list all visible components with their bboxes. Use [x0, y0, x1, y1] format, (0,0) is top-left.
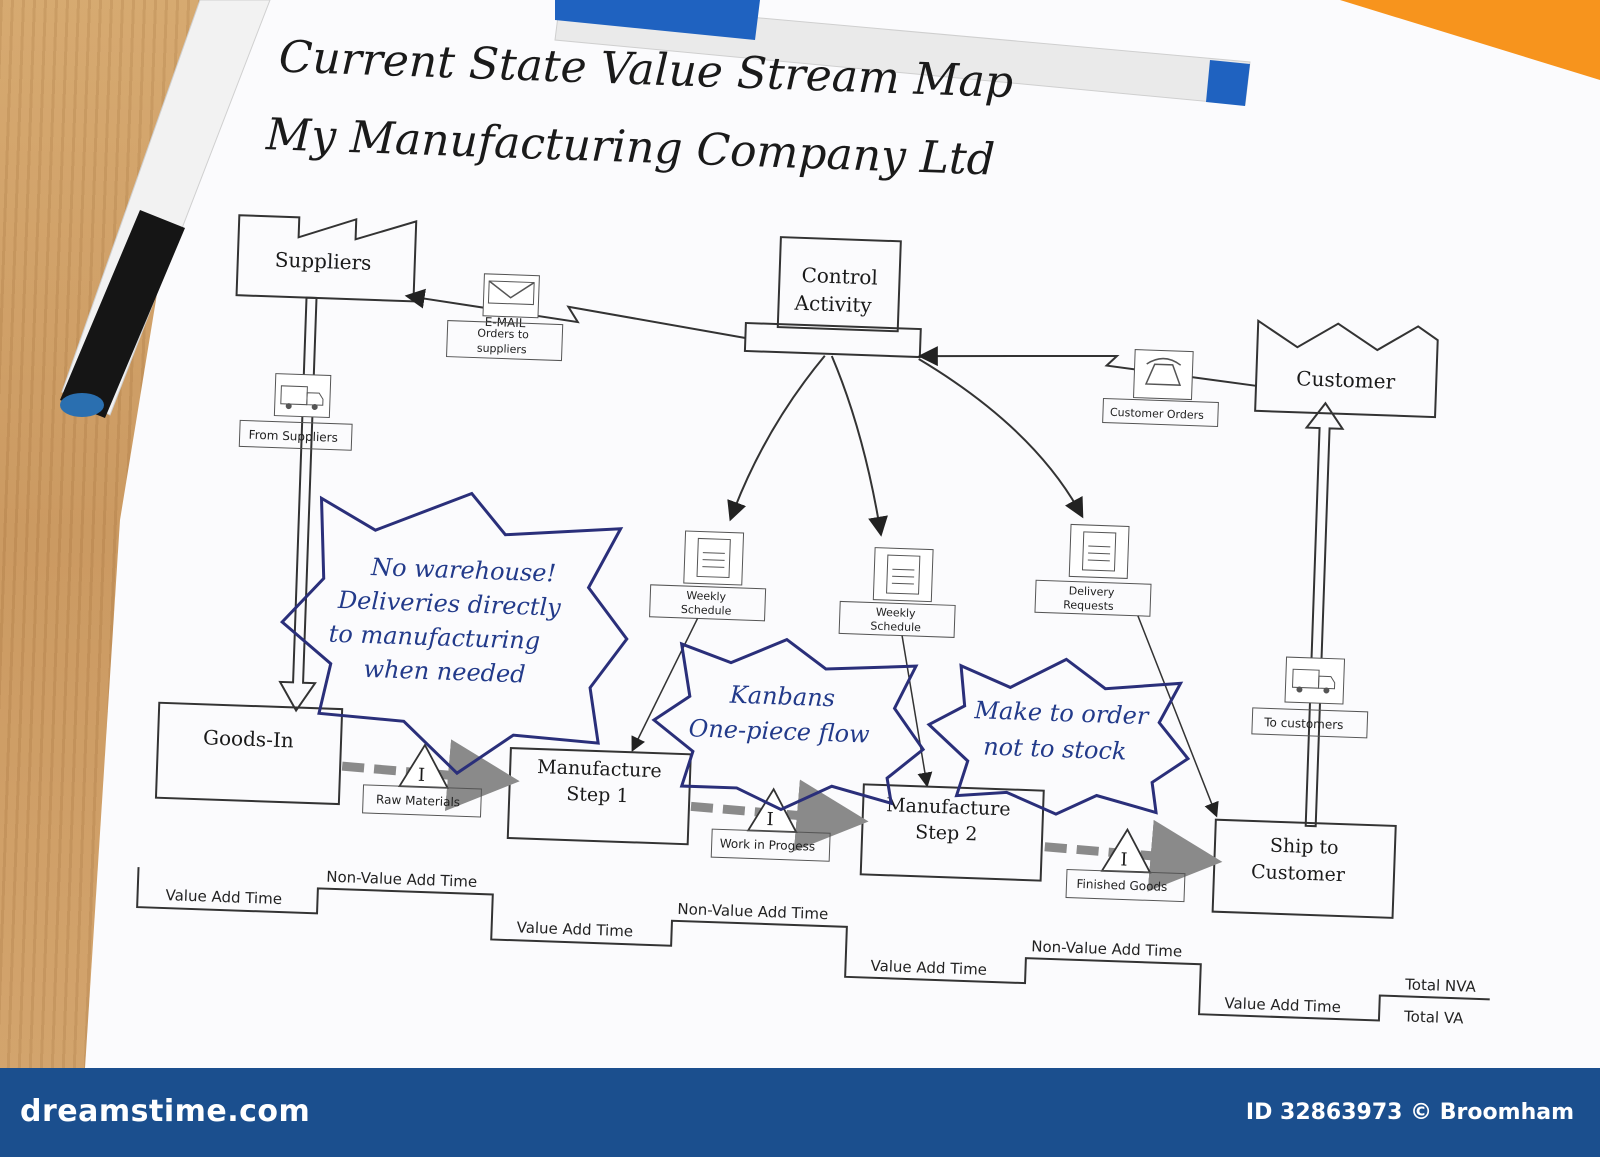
delivery-requests-icon	[1068, 523, 1130, 579]
to-customers-label: To customers	[1251, 707, 1369, 739]
vsm-diagram-photo: Current State Value Stream Map My Manufa…	[60, 0, 1600, 1068]
svg-text:Orders to: Orders to	[477, 327, 529, 342]
value-add-time-3: Value Add Time	[870, 957, 987, 979]
truck-icon-outbound	[1284, 656, 1346, 705]
svg-text:Weekly: Weekly	[876, 606, 917, 620]
ship-to-customer-process: Ship to Customer	[1211, 818, 1397, 919]
svg-text:Raw Materials: Raw Materials	[376, 792, 460, 809]
suppliers-factory: Suppliers	[235, 214, 418, 303]
orders-to-suppliers-label: Orders to suppliers	[446, 320, 564, 362]
total-va: Total VA	[1403, 1007, 1465, 1027]
weekly-schedule-label-2: Weekly Schedule	[838, 600, 956, 638]
svg-text:Schedule: Schedule	[870, 620, 921, 635]
callout-kanbans: Kanbans One-piece flow	[651, 637, 926, 812]
svg-text:Schedule: Schedule	[681, 603, 732, 618]
svg-text:Customer: Customer	[1296, 366, 1396, 393]
value-add-time-1: Value Add Time	[165, 886, 282, 908]
goods-in-process: Goods-In	[154, 701, 344, 806]
schedule-line-step1	[631, 618, 699, 752]
footer-brand[interactable]: dreamstime.com	[20, 1094, 311, 1129]
customer-factory: Customer	[1254, 319, 1439, 419]
svg-text:Weekly: Weekly	[686, 589, 727, 603]
svg-text:Manufacture: Manufacture	[537, 756, 662, 782]
inventory-finished-goods: I Finished Goods	[1065, 827, 1186, 903]
svg-text:Make to order: Make to order	[973, 696, 1150, 730]
value-add-time-2: Value Add Time	[516, 918, 633, 940]
value-add-time-4: Value Add Time	[1224, 994, 1341, 1016]
svg-text:when needed: when needed	[363, 655, 526, 689]
customer-shipment-arrow	[1304, 401, 1345, 828]
delivery-line-ship	[1137, 615, 1219, 818]
svg-text:Goods-In: Goods-In	[203, 725, 295, 752]
manufacture-step2-process: Manufacture Step 2	[859, 783, 1045, 882]
timeline-ladder	[136, 867, 1490, 1022]
svg-text:Step 2: Step 2	[915, 821, 978, 845]
svg-text:Suppliers: Suppliers	[274, 248, 371, 275]
callout-make-to-order: Make to order not to stock	[926, 657, 1191, 816]
weekly-schedule-icon-1	[683, 530, 745, 586]
inventory-raw-materials: I Raw Materials	[362, 743, 482, 818]
svg-text:No warehouse!: No warehouse!	[370, 553, 557, 587]
footer-image-credit: ID 32863973 © Broomham	[1245, 1100, 1574, 1125]
non-value-add-time-3: Non-Value Add Time	[1031, 937, 1182, 960]
total-nva: Total NVA	[1404, 975, 1477, 996]
svg-text:Control: Control	[801, 263, 878, 290]
weekly-schedule-icon-2	[872, 547, 934, 603]
customer-orders-label: Customer Orders	[1102, 397, 1219, 428]
schedule-arrow-step2	[830, 355, 888, 537]
svg-text:From Suppliers: From Suppliers	[248, 428, 338, 445]
svg-text:Customer: Customer	[1251, 861, 1347, 886]
svg-text:To customers: To customers	[1263, 715, 1344, 732]
delivery-arrow	[918, 358, 1084, 519]
svg-text:Kanbans: Kanbans	[728, 681, 835, 713]
inventory-work-in-progress: I Work in Progess	[710, 787, 831, 862]
schedule-line-step2	[901, 635, 933, 788]
truck-icon-inbound	[273, 373, 332, 419]
svg-text:Ship to: Ship to	[1270, 835, 1339, 859]
svg-text:Customer Orders: Customer Orders	[1110, 406, 1205, 422]
phone-icon	[1133, 349, 1194, 401]
schedule-arrow-step1	[727, 355, 826, 522]
weekly-schedule-label-1: Weekly Schedule	[649, 584, 767, 622]
svg-text:I: I	[418, 765, 426, 786]
svg-text:Activity: Activity	[793, 291, 873, 318]
control-activity-box: Control Activity	[743, 236, 922, 359]
non-value-add-time-1: Non-Value Add Time	[326, 868, 477, 891]
svg-text:Manufacture: Manufacture	[886, 794, 1011, 820]
svg-text:I: I	[766, 809, 774, 830]
stock-photo-footer: dreamstime.com ID 32863973 © Broomham	[0, 1068, 1600, 1157]
svg-text:Work in Progess: Work in Progess	[719, 836, 815, 853]
delivery-requests-label: Delivery Requests	[1034, 579, 1152, 617]
svg-text:Requests: Requests	[1063, 598, 1114, 613]
svg-text:One-piece flow: One-piece flow	[688, 714, 870, 748]
non-value-add-time-2: Non-Value Add Time	[677, 900, 828, 923]
manufacture-step1-process: Manufacture Step 1	[506, 746, 692, 846]
supplier-shipment-arrow	[278, 296, 318, 713]
svg-text:Finished Goods: Finished Goods	[1076, 877, 1167, 894]
blue-marker-pen	[554, 0, 1251, 106]
svg-text:I: I	[1120, 849, 1128, 870]
svg-text:Delivery: Delivery	[1069, 584, 1116, 599]
svg-text:not to stock: not to stock	[983, 733, 1127, 766]
svg-text:Step 1: Step 1	[566, 783, 629, 807]
svg-text:suppliers: suppliers	[477, 342, 527, 357]
from-suppliers-label: From Suppliers	[238, 419, 353, 451]
black-marker-pen	[60, 0, 271, 418]
